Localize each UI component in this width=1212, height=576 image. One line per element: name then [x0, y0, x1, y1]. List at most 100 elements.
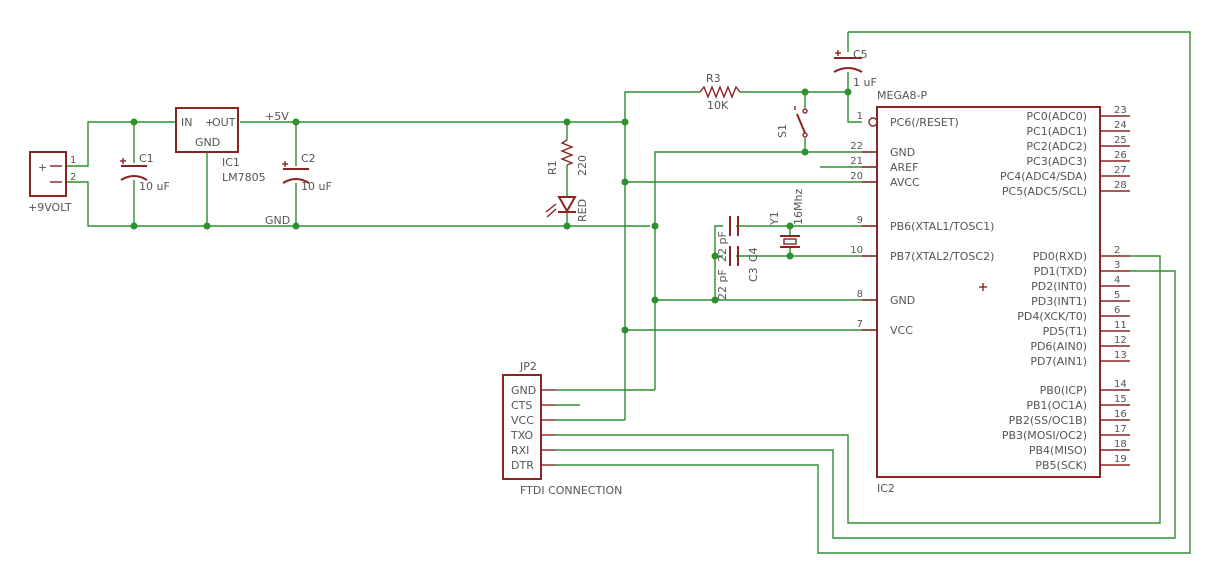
- ic2-pin: 2 PD0(RXD): [1033, 245, 1130, 263]
- junction-dot: [292, 118, 300, 126]
- jp2-pin: TXO: [510, 429, 556, 442]
- ic2-pin-number: 28: [1114, 180, 1127, 191]
- junction-dot: [621, 178, 629, 186]
- ic2-pin-number: 2: [1114, 245, 1120, 256]
- ic2-pin-number: 18: [1114, 439, 1127, 450]
- ic2-pin-number: 9: [857, 215, 863, 226]
- resistor-r1: R1 220: [546, 139, 589, 176]
- capacitor-c3-c4: C4 22 pF 22 pF C3: [716, 216, 760, 300]
- ic2-pin-number: 15: [1114, 394, 1127, 405]
- ic2-pin-number: 20: [850, 171, 863, 182]
- ic2-pin-label: PC4(ADC4/SDA): [1000, 170, 1087, 183]
- junction-dot: [292, 222, 300, 230]
- junction-dot: [711, 296, 719, 304]
- ic1-out-label: OUT: [212, 116, 236, 129]
- wires: [66, 31, 1191, 554]
- ic2-pin-label: PC1(ADC1): [1026, 125, 1087, 138]
- c4-value: 22 pF: [716, 231, 729, 262]
- ic2-name: IC2: [877, 482, 895, 495]
- c1-name: C1: [139, 152, 154, 165]
- ic1-plus-sign: +: [205, 116, 214, 129]
- crystal-y1: Y1 16Mhz: [768, 189, 805, 248]
- ic2-pin-number: 12: [1114, 335, 1127, 346]
- jp2-pin-label: CTS: [511, 399, 532, 412]
- junction-dot: [844, 88, 852, 96]
- c2-value: 10 uF: [301, 180, 332, 193]
- ic2-pin-number: 27: [1114, 165, 1127, 176]
- led-red: RED: [545, 196, 589, 222]
- ic2-pin-label: PC2(ADC2): [1026, 140, 1087, 153]
- net-label-gnd: GND: [265, 214, 290, 227]
- jack-name: +9VOLT: [28, 201, 72, 214]
- c5-value: 1 uF: [853, 76, 877, 89]
- ic2-pin: 9 PB6(XTAL1/TOSC1): [857, 215, 995, 233]
- regulator-ic1: IN + OUT GND IC1 LM7805: [175, 107, 266, 184]
- ic2-pin-label: PD7(AIN1): [1030, 355, 1087, 368]
- junction-dot: [563, 222, 571, 230]
- ic1-value: LM7805: [222, 171, 266, 184]
- jp2-pin-label: GND: [511, 384, 536, 397]
- ic2-pin-label: PD3(INT1): [1031, 295, 1087, 308]
- ic2-pin-label: VCC: [890, 324, 913, 337]
- ic2-pin-label: PB7(XTAL2/TOSC2): [890, 250, 994, 263]
- ic2-pin-number: 11: [1114, 320, 1127, 331]
- ic2-pin-label: PD1(TXD): [1034, 265, 1087, 278]
- power-jack: + 1 2 +9VOLT: [28, 151, 76, 214]
- ic2-pin-label: PC5(ADC5/SCL): [1002, 185, 1087, 198]
- ic2-pin-number: 24: [1114, 120, 1127, 131]
- ic2-pin-label: PB1(OC1A): [1026, 399, 1087, 412]
- jp2-pin-label: DTR: [511, 459, 534, 472]
- jp2-pin: VCC: [511, 414, 556, 427]
- ic2-pin-number: 1: [857, 111, 863, 122]
- ic2-pin: 28 PC5(ADC5/SCL): [1002, 180, 1130, 198]
- junction-dot: [801, 148, 809, 156]
- ic2-pin-label: GND: [890, 294, 915, 307]
- ic2-pin-number: 5: [1114, 290, 1120, 301]
- jp2-pins: GND CTS VCC TXO RXI DTR: [510, 384, 556, 472]
- ic2-pin-number: 21: [850, 156, 863, 167]
- c2-name: C2: [301, 152, 316, 165]
- ic2-pin: 1 PC6(/RESET): [857, 111, 959, 129]
- jp2-name: JP2: [519, 360, 537, 373]
- junctions: [130, 88, 852, 334]
- junction-dot: [786, 252, 794, 260]
- ic2-pin-number: 4: [1114, 275, 1120, 286]
- c3-value: 22 pF: [716, 269, 729, 300]
- junction-dot: [801, 88, 809, 96]
- ic2-pin-label: PB2(SS/OC1B): [1009, 414, 1087, 427]
- r3-value: 10K: [707, 99, 729, 112]
- capacitor-c1: C1 10 uF: [120, 152, 170, 193]
- jack-pin2-number: 2: [70, 172, 76, 183]
- ic2-pin-label: PB6(XTAL1/TOSC1): [890, 220, 994, 233]
- ic2-pin-number: 22: [850, 141, 863, 152]
- ic2-pin-label: PB3(MOSI/OC2): [1002, 429, 1087, 442]
- jp2-pin: RXI: [511, 444, 556, 457]
- junction-dot: [651, 296, 659, 304]
- ic2-pin-number: 7: [857, 319, 863, 330]
- c4-name: C4: [747, 247, 760, 262]
- junction-dot: [711, 252, 719, 260]
- ic2-pin: 15 PB1(OC1A): [1026, 394, 1130, 412]
- ic2-pin-number: 14: [1114, 379, 1127, 390]
- ic2-pin-label: PD0(RXD): [1033, 250, 1087, 263]
- jp2-pin: CTS: [511, 399, 556, 412]
- jp2-pin: DTR: [511, 459, 556, 472]
- ic2-pin: 5 PD3(INT1): [1031, 290, 1130, 308]
- jp2-value: FTDI CONNECTION: [520, 484, 622, 497]
- junction-dot: [563, 118, 571, 126]
- ic2-pin-label: PC6(/RESET): [890, 116, 959, 129]
- jp2-pin-label: RXI: [511, 444, 529, 457]
- ic2-pin: 24 PC1(ADC1): [1026, 120, 1130, 138]
- jp2-pin-label: VCC: [511, 414, 534, 427]
